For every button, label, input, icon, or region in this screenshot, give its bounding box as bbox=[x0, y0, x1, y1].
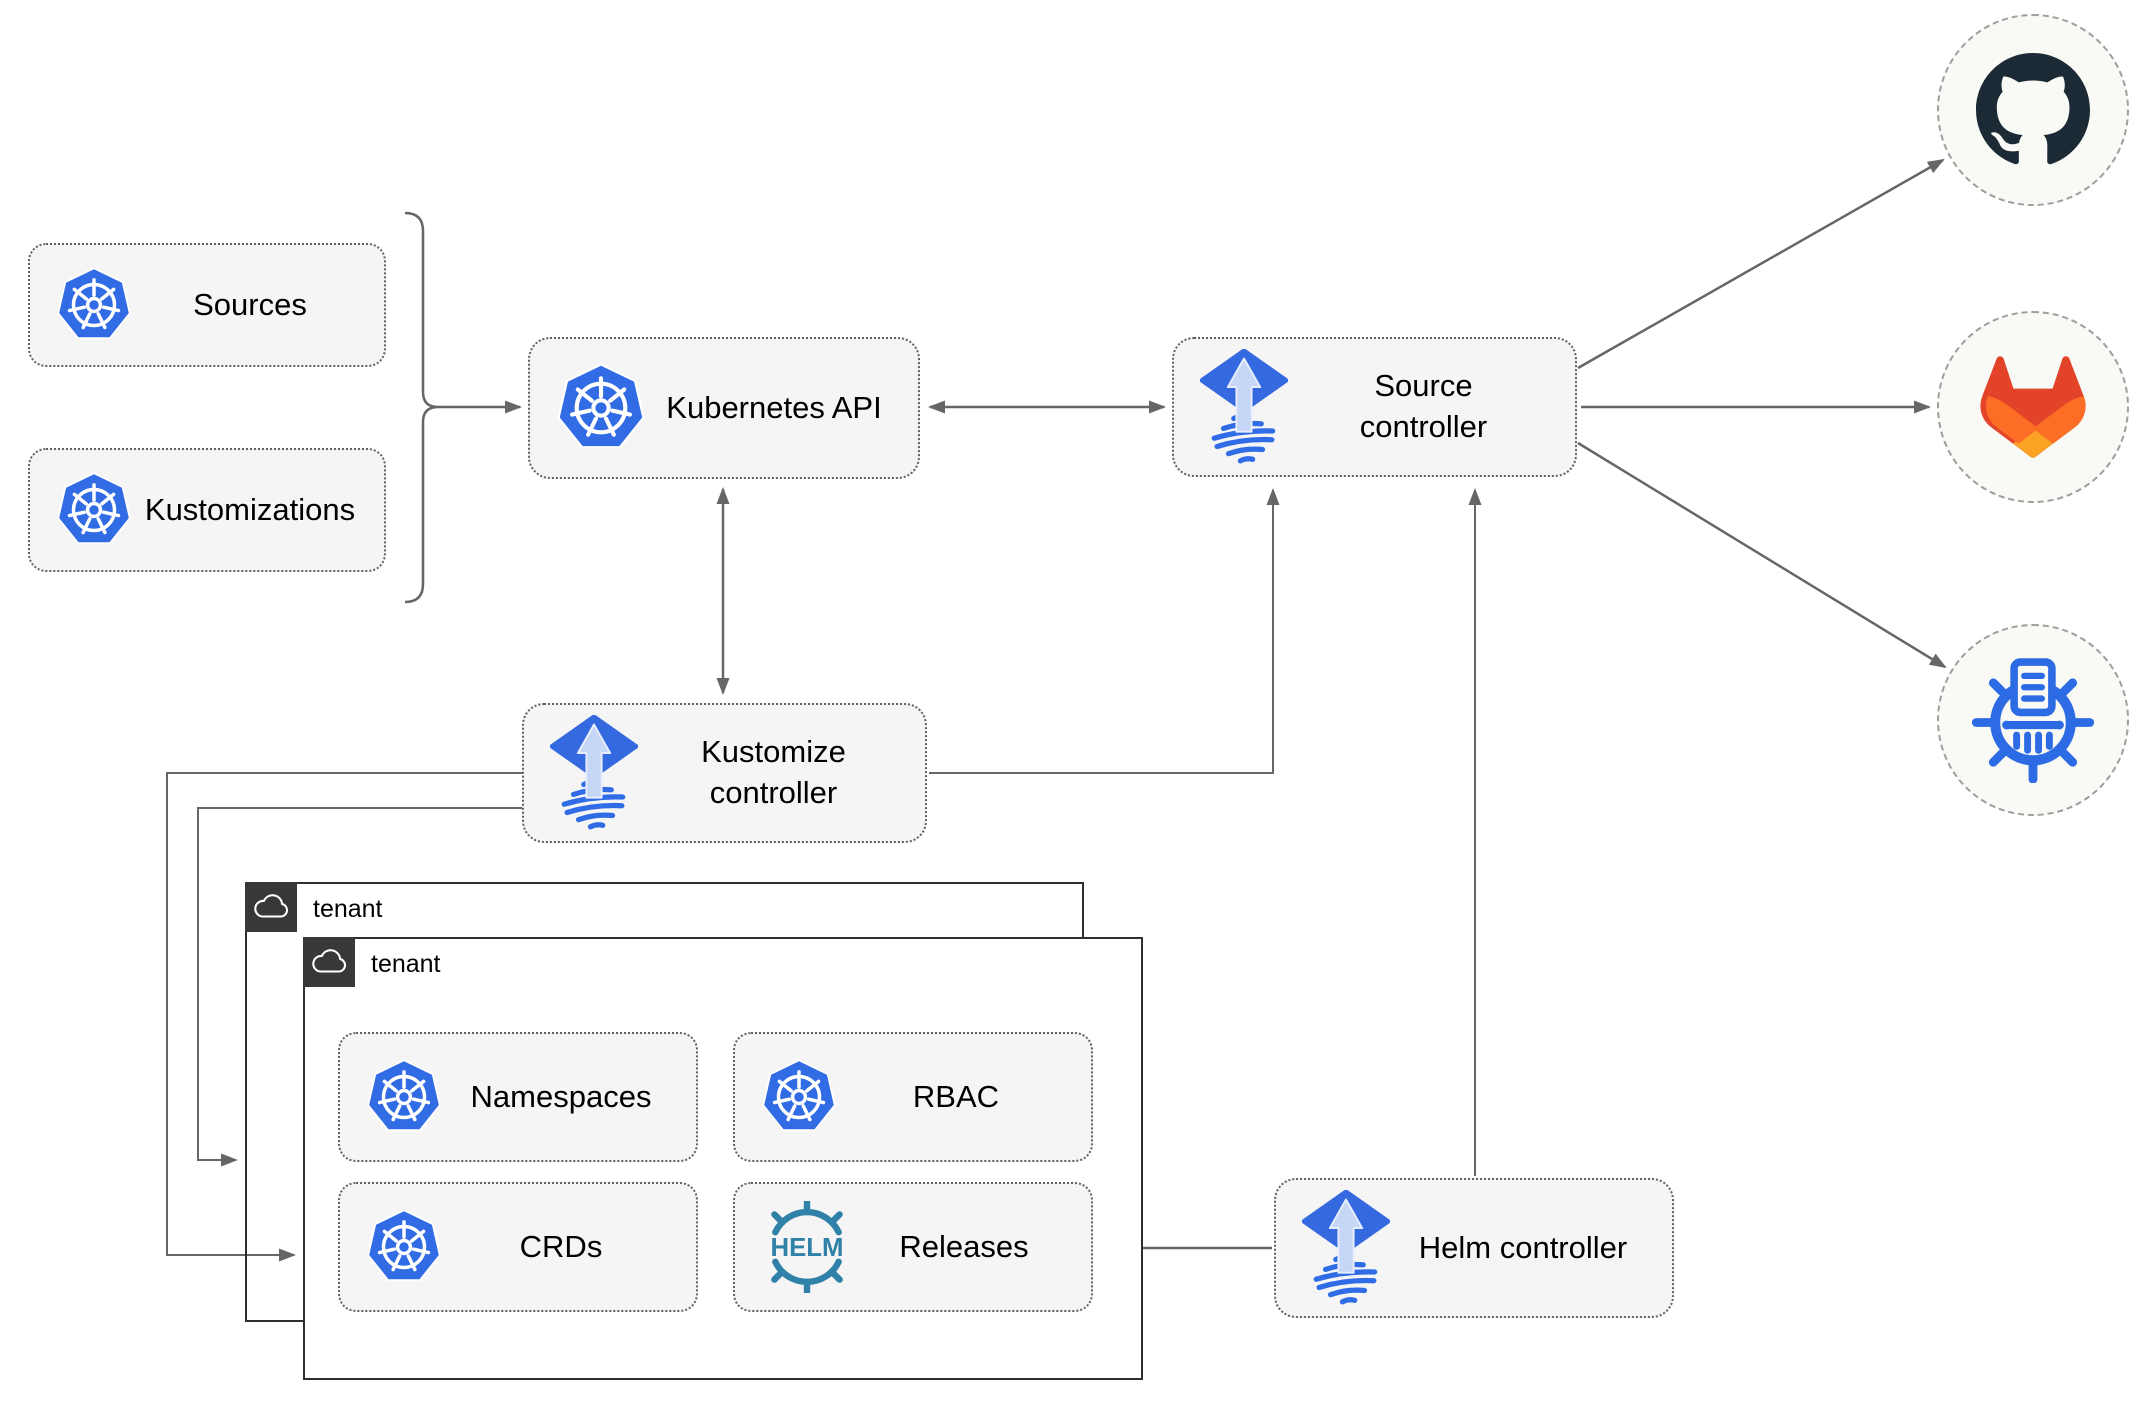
tenant-outer-label: tenant bbox=[313, 895, 383, 923]
tenant-inner-label: tenant bbox=[371, 950, 441, 978]
helm-controller-label: Helm controller bbox=[1418, 1229, 1628, 1265]
kubernetes-icon bbox=[56, 267, 132, 343]
gitlab-node bbox=[1937, 311, 2129, 503]
source-controller-label: Source controller bbox=[1359, 368, 1488, 444]
kubernetes-icon bbox=[366, 1209, 442, 1285]
tenant-outer-tab bbox=[245, 882, 297, 932]
kubernetes-api-node: Kubernetes API bbox=[528, 337, 920, 479]
helm-icon: HELM bbox=[761, 1201, 853, 1293]
kustomize-controller-label: Kustomize controller bbox=[701, 734, 846, 810]
helm-logo-text: HELM bbox=[771, 1234, 844, 1262]
kustomizations-label: Kustomizations bbox=[144, 491, 356, 527]
kubernetes-icon bbox=[761, 1059, 837, 1135]
github-icon bbox=[1976, 53, 2090, 165]
namespaces-node: Namespaces bbox=[338, 1032, 698, 1162]
flux-icon bbox=[1302, 1190, 1390, 1306]
crds-node: CRDs bbox=[338, 1182, 698, 1312]
kustomizations-node: Kustomizations bbox=[28, 448, 386, 572]
chartmuseum-node bbox=[1937, 624, 2129, 816]
flux-icon bbox=[1200, 349, 1288, 465]
rbac-label: RBAC bbox=[912, 1078, 1000, 1114]
edge-source-to-chartmuseum bbox=[1577, 441, 1947, 669]
crds-label: CRDs bbox=[519, 1228, 603, 1264]
sources-node: Sources bbox=[28, 243, 386, 367]
flux-icon bbox=[550, 715, 638, 831]
kubernetes-icon bbox=[556, 363, 646, 453]
edge-kustomize-to-tenant-inner bbox=[166, 772, 522, 1262]
kubernetes-icon bbox=[366, 1059, 442, 1135]
brace-sources-group bbox=[404, 211, 439, 604]
rbac-node: RBAC bbox=[733, 1032, 1093, 1162]
edge-source-to-github bbox=[1577, 158, 1945, 370]
kubernetes-api-label: Kubernetes API bbox=[666, 389, 882, 425]
github-node bbox=[1937, 14, 2129, 206]
releases-node: HELM Releases bbox=[733, 1182, 1093, 1312]
edge-kustomize-to-tenant-outer bbox=[197, 807, 522, 1167]
edge-kustomize-to-source-controller bbox=[929, 488, 1280, 774]
sources-label: Sources bbox=[193, 286, 307, 322]
namespaces-label: Namespaces bbox=[470, 1078, 652, 1114]
kustomize-controller-node: Kustomize controller bbox=[522, 703, 927, 843]
tenant-inner-tab bbox=[303, 937, 355, 987]
cloud-icon bbox=[254, 894, 289, 918]
helm-controller-node: Helm controller bbox=[1274, 1178, 1674, 1318]
source-controller-node: Source controller bbox=[1172, 337, 1577, 477]
kubernetes-icon bbox=[56, 472, 132, 548]
chartmuseum-icon bbox=[1971, 658, 2095, 783]
releases-label: Releases bbox=[899, 1228, 1029, 1264]
gitlab-icon bbox=[1980, 356, 2086, 458]
cloud-icon bbox=[312, 949, 347, 973]
